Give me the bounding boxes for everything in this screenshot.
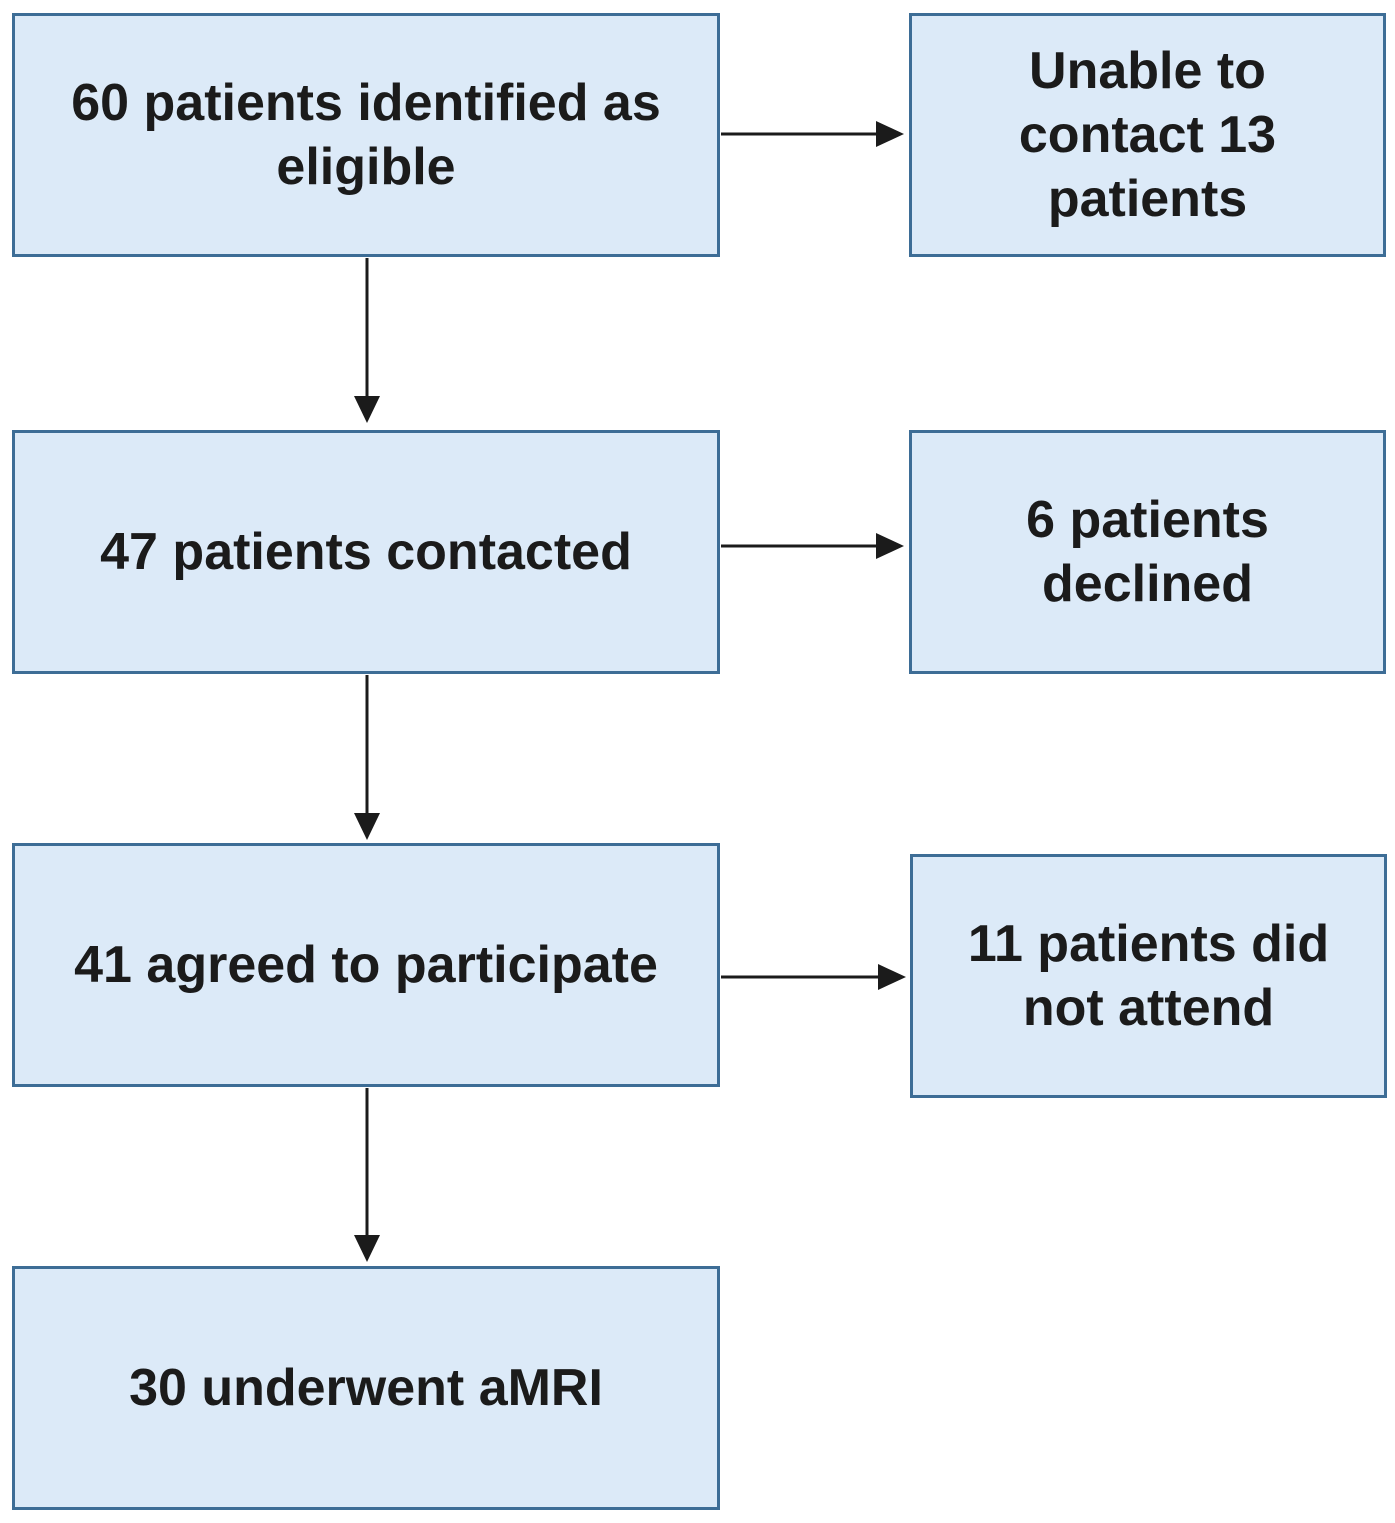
- box-eligible-line1: 60 patients identified as: [71, 74, 661, 132]
- box-not-attend-line1: 11 patients did: [967, 915, 1330, 973]
- box-not-attend-line2: not attend: [1022, 979, 1275, 1037]
- arrow-agreed-to-not-attend: [721, 964, 906, 990]
- box-unable-line2: contact 13: [1018, 106, 1277, 164]
- box-agreed-line1: 41 agreed to participate: [74, 936, 658, 994]
- box-contacted-line1: 47 patients contacted: [100, 523, 632, 581]
- arrow-contacted-to-declined: [721, 533, 904, 559]
- box-unable-line3: patients: [1047, 170, 1248, 228]
- box-declined-line2: declined: [1042, 555, 1253, 613]
- arrow-eligible-to-unable: [721, 121, 904, 147]
- box-declined: 6 patients declined: [909, 430, 1386, 674]
- box-unable-to-contact: Unable to contact 13 patients: [909, 13, 1386, 257]
- box-underwent-line1: 30 underwent aMRI: [129, 1359, 603, 1417]
- arrow-agreed-to-underwent: [354, 1088, 380, 1262]
- arrow-contacted-to-agreed: [354, 675, 380, 840]
- box-eligible-line2: eligible: [276, 138, 456, 196]
- box-underwent: 30 underwent aMRI: [12, 1266, 720, 1510]
- box-unable-line1: Unable to: [1029, 42, 1266, 100]
- box-agreed: 41 agreed to participate: [12, 843, 720, 1087]
- arrow-eligible-to-contacted: [354, 258, 380, 423]
- box-did-not-attend: 11 patients did not attend: [910, 854, 1387, 1098]
- box-declined-line1: 6 patients: [1026, 491, 1269, 549]
- box-contacted: 47 patients contacted: [12, 430, 720, 674]
- box-eligible: 60 patients identified as eligible: [12, 13, 720, 257]
